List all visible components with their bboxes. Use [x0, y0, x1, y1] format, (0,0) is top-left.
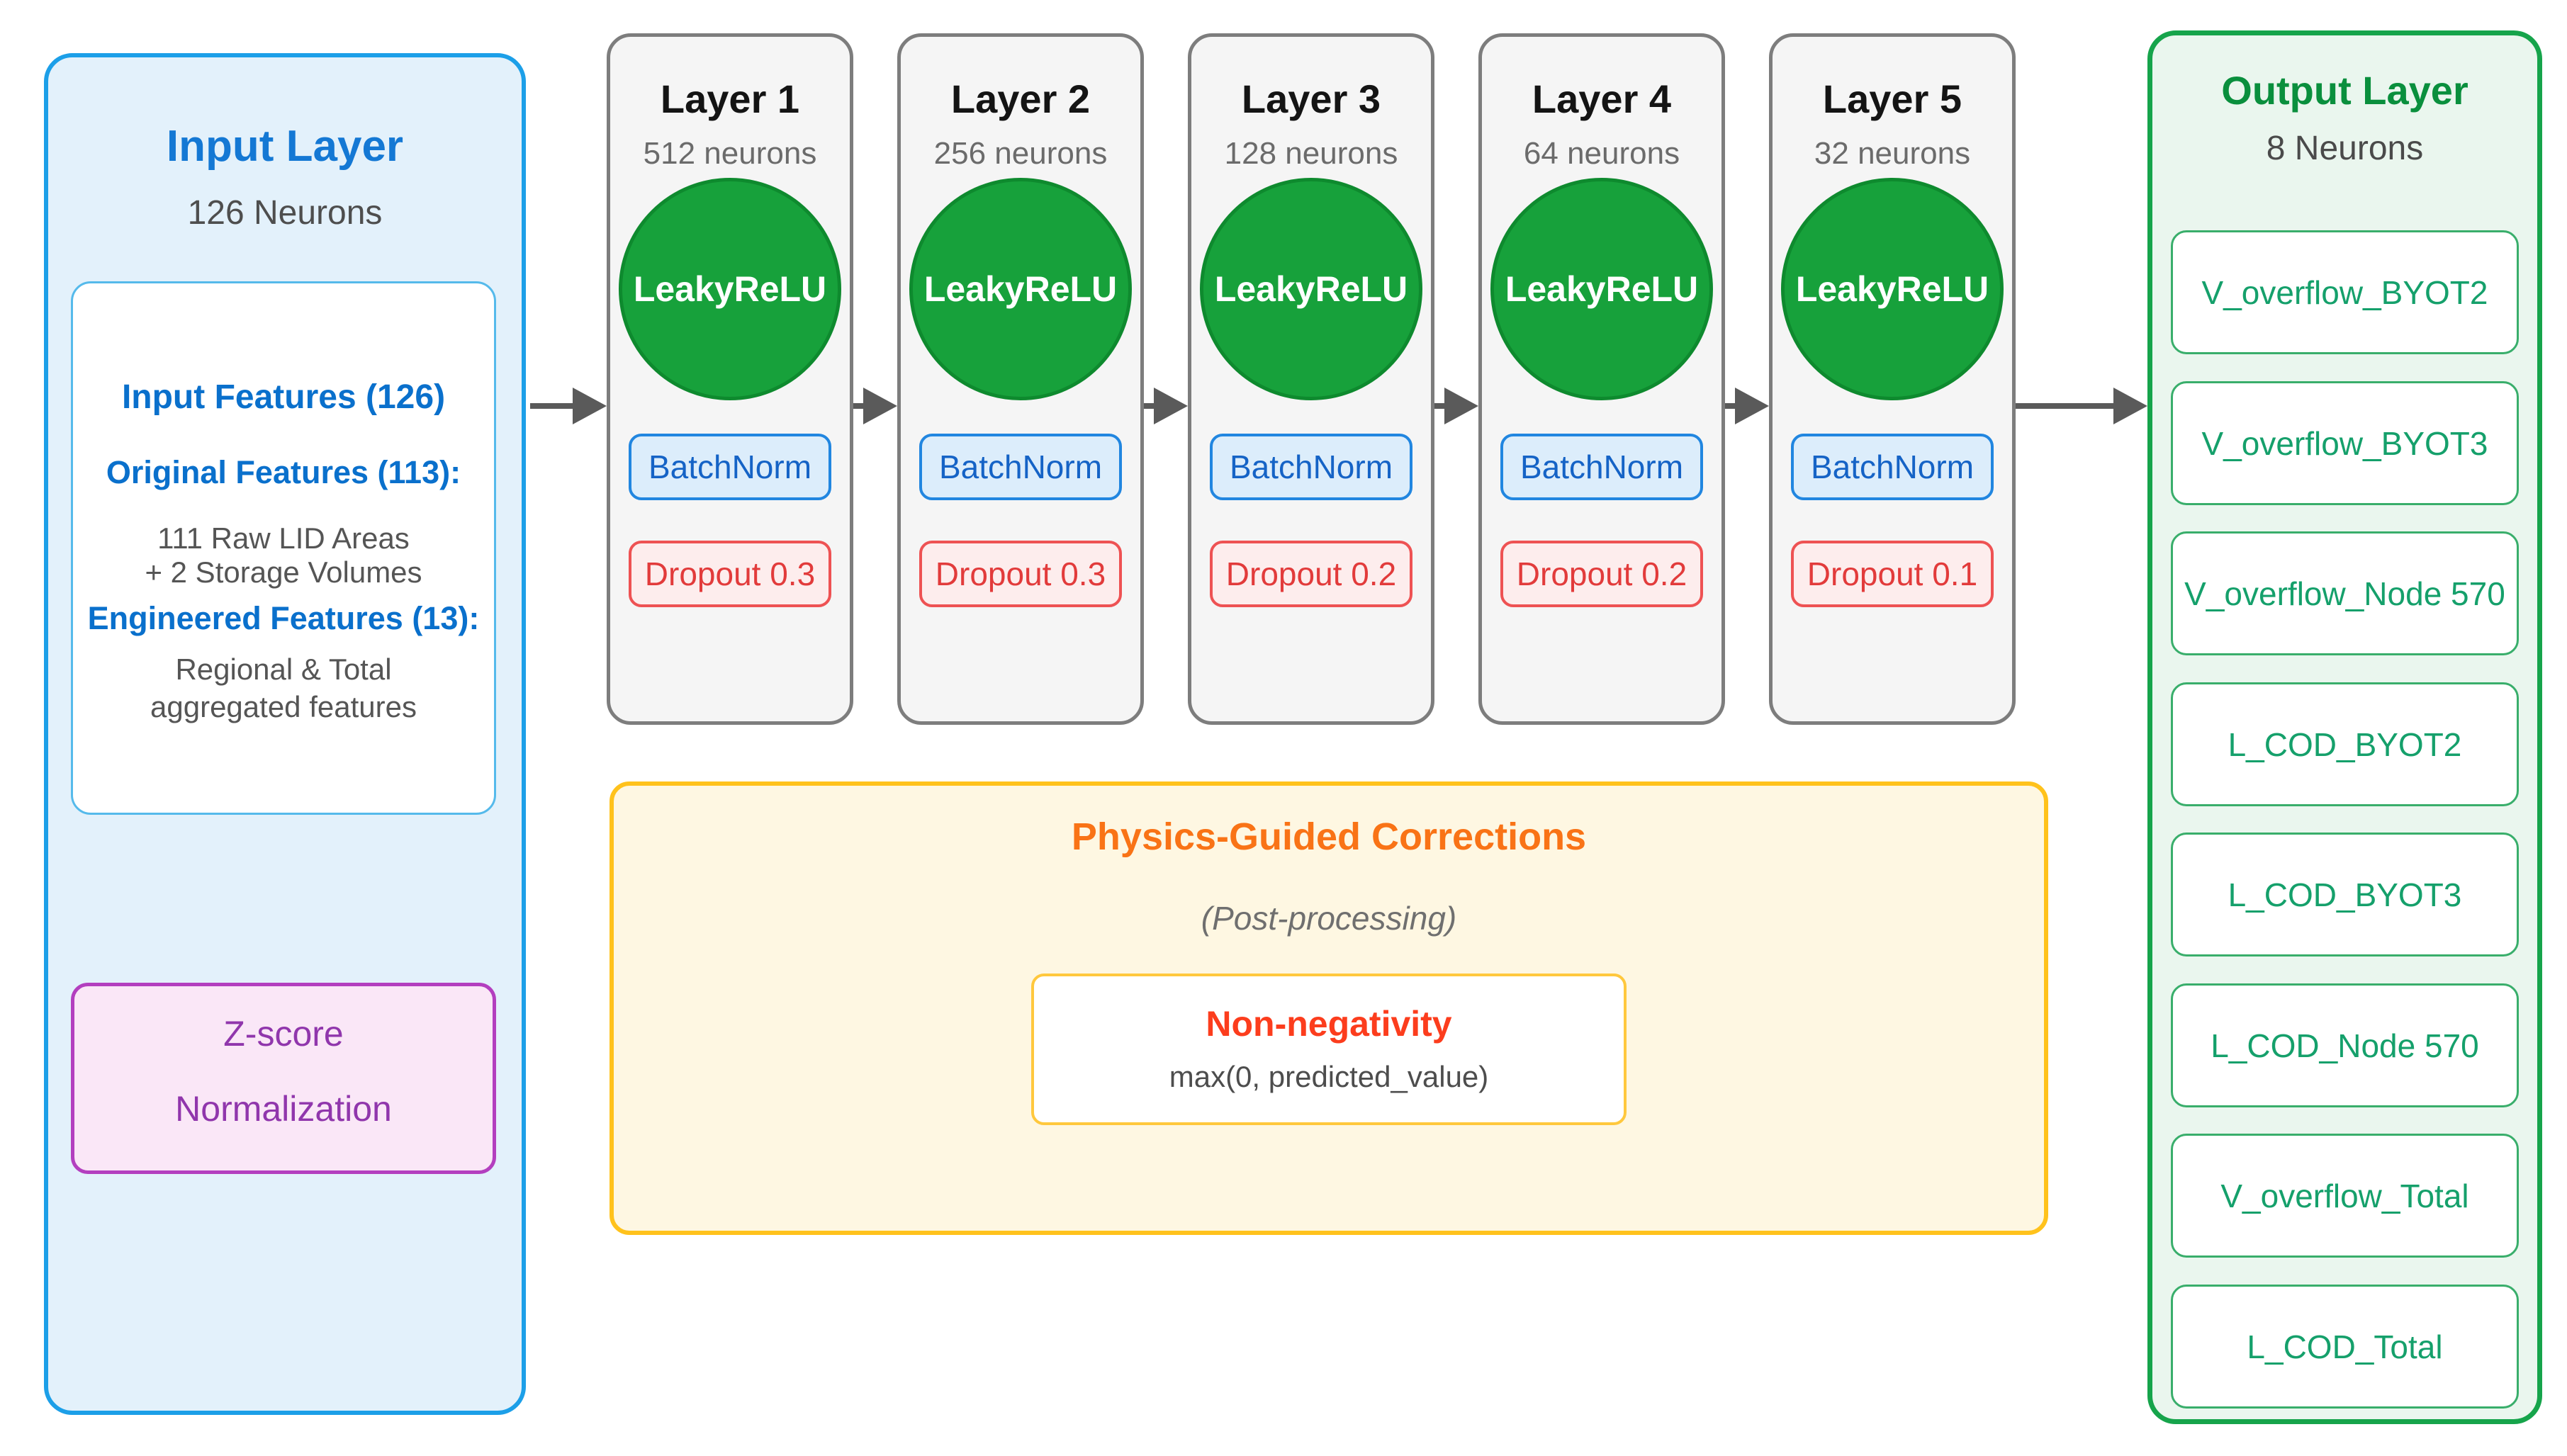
output-item: V_overflow_BYOT3: [2171, 381, 2519, 505]
layer-1-title: Layer 1: [660, 77, 800, 121]
layer-4-activation-node: LeakyReLU: [1490, 178, 1713, 400]
layer-5-neuron-count: 32 neurons: [1814, 136, 1971, 171]
input-layer-title: Input Layer: [166, 122, 404, 171]
layer-3-neuron-count: 128 neurons: [1224, 136, 1398, 171]
layer-2-neuron-count: 256 neurons: [933, 136, 1108, 171]
layer-3-dropout: Dropout 0.2: [1210, 541, 1412, 607]
arrowhead-icon: [1154, 388, 1188, 424]
physics-corrections-subtitle: (Post-processing): [1201, 900, 1457, 937]
layer-1-activation-label: LeakyReLU: [633, 269, 827, 309]
input-layer-box: Input Layer 126 Neurons Input Features (…: [44, 53, 526, 1415]
output-item: V_overflow_BYOT2: [2171, 230, 2519, 354]
layer-4-neuron-count: 64 neurons: [1523, 136, 1680, 171]
layer-5-activation-label: LeakyReLU: [1795, 269, 1989, 309]
flow-arrow-layer4-to-layer5: [1725, 386, 1769, 426]
layer-3-activation-label: LeakyReLU: [1214, 269, 1408, 309]
layer-4-title: Layer 4: [1532, 77, 1672, 121]
layer-2-dropout: Dropout 0.3: [919, 541, 1122, 607]
output-layer-title: Output Layer: [2221, 68, 2468, 113]
hidden-layer-4-box: Layer 4 64 neurons LeakyReLU BatchNorm D…: [1478, 33, 1725, 725]
arrowhead-icon: [573, 388, 607, 424]
layer-2-activation-node: LeakyReLU: [909, 178, 1132, 400]
non-negativity-box: Non-negativity max(0, predicted_value): [1031, 974, 1627, 1125]
flow-arrow-layer2-to-layer3: [1144, 386, 1188, 426]
output-item: L_COD_Total: [2171, 1285, 2519, 1409]
engineered-features-line1: Regional & Total: [175, 653, 392, 686]
input-layer-neuron-count: 126 Neurons: [187, 194, 383, 232]
output-layer-box: Output Layer 8 Neurons V_overflow_BYOT2 …: [2147, 30, 2542, 1424]
zscore-label-line1: Z-score: [223, 1014, 344, 1054]
flow-arrow-layer1-to-layer2: [853, 386, 897, 426]
layer-5-batchnorm: BatchNorm: [1791, 434, 1994, 500]
zscore-label-line2: Normalization: [175, 1089, 392, 1129]
layer-2-batchnorm: BatchNorm: [919, 434, 1122, 500]
layer-2-activation-label: LeakyReLU: [923, 269, 1118, 309]
original-features-line1: 111 Raw LID Areas: [157, 521, 410, 555]
input-features-heading: Input Features (126): [121, 378, 446, 416]
layer-1-neuron-count: 512 neurons: [643, 136, 817, 171]
physics-corrections-title: Physics-Guided Corrections: [1071, 816, 1587, 858]
layer-3-activation-node: LeakyReLU: [1200, 178, 1422, 400]
output-item: L_COD_Node 570: [2171, 983, 2519, 1107]
arrowhead-icon: [1735, 388, 1769, 424]
layer-4-dropout: Dropout 0.2: [1500, 541, 1703, 607]
layer-2-title: Layer 2: [950, 77, 1091, 121]
output-item: V_overflow_Node 570: [2171, 531, 2519, 655]
hidden-layer-5-box: Layer 5 32 neurons LeakyReLU BatchNorm D…: [1769, 33, 2016, 725]
original-features-line2: + 2 Storage Volumes: [145, 555, 422, 589]
output-layer-neuron-count: 8 Neurons: [2266, 130, 2424, 167]
layer-3-title: Layer 3: [1241, 77, 1381, 121]
layer-1-batchnorm: BatchNorm: [629, 434, 831, 500]
engineered-features-heading: Engineered Features (13):: [87, 600, 480, 636]
flow-arrow-input-to-layer1: [530, 386, 607, 426]
flow-arrow-layer5-to-output: [2016, 386, 2147, 426]
original-features-heading: Original Features (113):: [106, 454, 461, 490]
hidden-layer-3-box: Layer 3 128 neurons LeakyReLU BatchNorm …: [1188, 33, 1434, 725]
arrowhead-icon: [863, 388, 897, 424]
engineered-features-line2: aggregated features: [150, 690, 417, 723]
layer-4-batchnorm: BatchNorm: [1500, 434, 1703, 500]
layer-4-activation-label: LeakyReLU: [1505, 269, 1699, 309]
flow-arrow-layer3-to-layer4: [1434, 386, 1478, 426]
hidden-layer-1-box: Layer 1 512 neurons LeakyReLU BatchNorm …: [607, 33, 853, 725]
output-item: L_COD_BYOT2: [2171, 682, 2519, 806]
input-features-box: Input Features (126) Original Features (…: [71, 281, 496, 815]
output-item: V_overflow_Total: [2171, 1134, 2519, 1258]
layer-5-activation-node: LeakyReLU: [1781, 178, 2004, 400]
non-negativity-title: Non-negativity: [1206, 1004, 1452, 1044]
zscore-normalization-box: Z-score Normalization: [71, 983, 496, 1174]
physics-corrections-box: Physics-Guided Corrections (Post-process…: [610, 781, 2048, 1235]
layer-5-title: Layer 5: [1822, 77, 1962, 121]
arrowhead-icon: [2113, 388, 2147, 424]
layer-1-activation-node: LeakyReLU: [619, 178, 841, 400]
layer-1-dropout: Dropout 0.3: [629, 541, 831, 607]
output-item: L_COD_BYOT3: [2171, 833, 2519, 956]
layer-5-dropout: Dropout 0.1: [1791, 541, 1994, 607]
hidden-layer-2-box: Layer 2 256 neurons LeakyReLU BatchNorm …: [897, 33, 1144, 725]
layer-3-batchnorm: BatchNorm: [1210, 434, 1412, 500]
non-negativity-formula: max(0, predicted_value): [1169, 1060, 1489, 1093]
arrowhead-icon: [1444, 388, 1478, 424]
